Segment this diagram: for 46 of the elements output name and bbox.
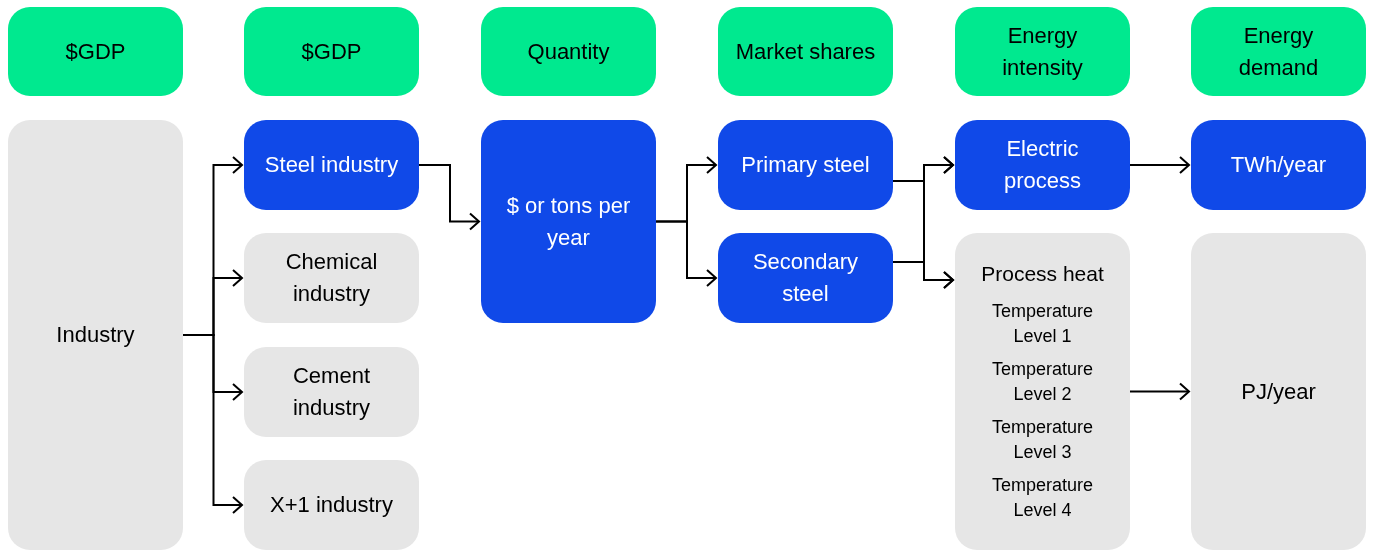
- process-box: [244, 233, 419, 323]
- node-label: Secondary steel: [751, 248, 860, 308]
- header-box: [1191, 7, 1366, 96]
- node-label: $GDP: [65, 37, 126, 66]
- process-box: [718, 233, 893, 323]
- header-box: [481, 7, 656, 96]
- node-label: Market shares: [735, 37, 876, 66]
- process-box: [244, 460, 419, 550]
- node-label: Cement industry: [291, 362, 371, 422]
- node-label: Quantity: [527, 37, 610, 66]
- arrow: [892, 261, 954, 289]
- header-box: [8, 7, 183, 96]
- node-label: Industry: [56, 321, 135, 349]
- node-text: Temperature Level 4: [990, 474, 1095, 522]
- node-text: Temperature Level 3: [990, 416, 1095, 464]
- node-text: Temperature Level 1: [990, 300, 1095, 348]
- process-box: [955, 233, 1130, 550]
- process-box: [244, 120, 419, 210]
- header-box: [244, 7, 419, 96]
- process-box: [481, 120, 656, 323]
- node-label: Electric process: [1002, 135, 1082, 195]
- node-label: Chemical industry: [284, 248, 379, 308]
- node-label: Steel industry: [264, 151, 399, 179]
- process-box: [1191, 120, 1366, 210]
- node-label: Primary steel: [741, 151, 870, 179]
- node-label: Energy demand: [1237, 21, 1320, 82]
- arrow: [655, 220, 717, 287]
- node-text: Temperature Level 2: [990, 358, 1095, 406]
- arrow: [1129, 156, 1190, 174]
- arrow: [1129, 382, 1190, 401]
- header-box: [955, 7, 1130, 96]
- process-box: [718, 120, 893, 210]
- node-label: $ or tons per year: [505, 191, 632, 252]
- node-label: X+1 industry: [270, 491, 393, 519]
- node-label: Energy intensity: [1001, 21, 1084, 82]
- process-box: [8, 120, 183, 550]
- node-label: PJ/year: [1241, 377, 1316, 406]
- node-label: $GDP: [301, 37, 362, 66]
- header-box: [718, 7, 893, 96]
- process-box: [1191, 233, 1366, 550]
- process-box: [955, 120, 1130, 210]
- process-box: [244, 347, 419, 437]
- node-label: TWh/year: [1230, 151, 1327, 179]
- node-heading: Process heat: [981, 261, 1104, 287]
- arrow: [418, 164, 480, 231]
- arrow: [182, 334, 243, 514]
